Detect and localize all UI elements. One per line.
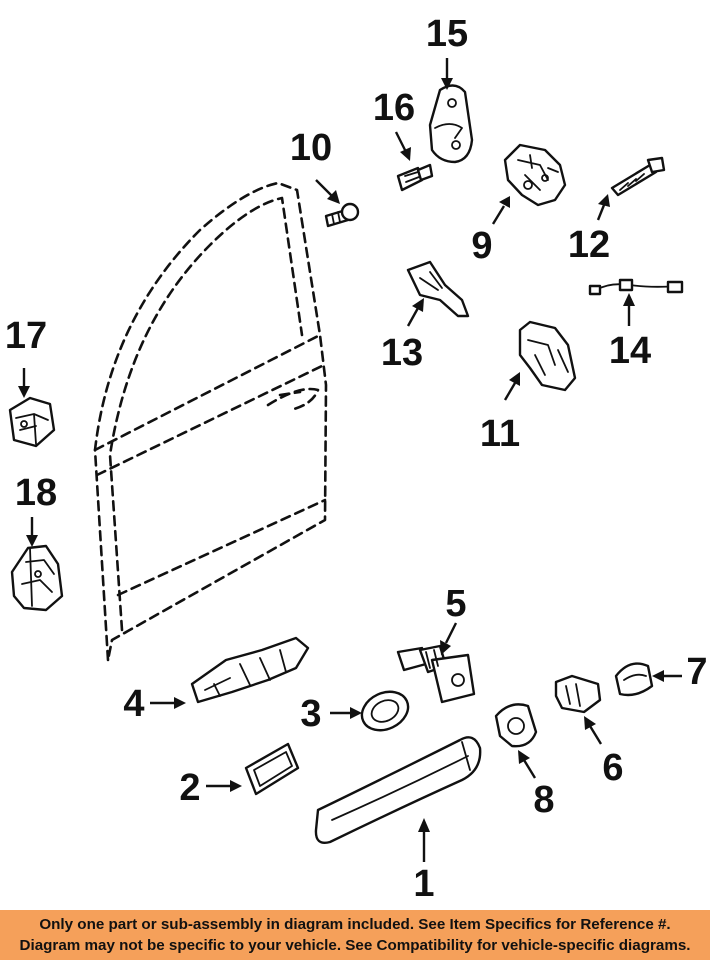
part-7-cover	[614, 662, 654, 697]
callout-13: 13	[381, 332, 423, 374]
disclaimer-line-2: Diagram may not be specific to your vehi…	[19, 937, 691, 954]
callout-18: 18	[15, 472, 57, 514]
part-4-reinforcement	[190, 636, 310, 704]
callout-arrows	[18, 58, 682, 862]
part-13-bracket	[406, 260, 470, 318]
part-6-endcap	[554, 674, 602, 714]
callout-6: 6	[602, 747, 623, 789]
part-10-screw	[324, 202, 360, 228]
part-1-handle	[314, 736, 482, 844]
callout-1: 1	[413, 863, 434, 905]
part-3-grommet	[360, 690, 410, 732]
door-parts-diagram: 15 16 10 9 12 13 14 11 17 18 5 7 4 3 6 2…	[5, 13, 708, 905]
callout-7: 7	[686, 651, 707, 693]
callout-4: 4	[123, 683, 144, 725]
disclaimer-banner: Only one part or sub-assembly in diagram…	[0, 910, 710, 960]
callout-12: 12	[568, 224, 610, 266]
part-9-latch	[503, 143, 567, 207]
callout-numbers: 15 16 10 9 12 13 14 11 17 18 5 7 4 3 6 2…	[5, 13, 708, 905]
callout-17: 17	[5, 315, 47, 357]
callout-10: 10	[290, 127, 332, 169]
part-5-cylinder	[396, 644, 476, 704]
part-14-cable	[588, 278, 684, 296]
door-outline	[93, 181, 328, 662]
part-16-bolt	[396, 163, 434, 192]
part-17-bracket	[8, 396, 56, 448]
part-8-bezel	[494, 703, 538, 748]
part-12-rod	[610, 156, 666, 197]
part-18-hinge	[10, 544, 64, 612]
part-15-striker	[428, 84, 474, 164]
callout-16: 16	[373, 87, 415, 129]
part-11-housing	[518, 320, 577, 392]
callout-2: 2	[179, 767, 200, 809]
callout-14: 14	[609, 330, 651, 372]
callout-11: 11	[480, 413, 520, 455]
disclaimer-line-1: Only one part or sub-assembly in diagram…	[39, 916, 671, 933]
callout-3: 3	[300, 693, 321, 735]
part-2-gasket	[244, 742, 300, 796]
callout-9: 9	[471, 225, 492, 267]
callout-8: 8	[533, 779, 554, 821]
callout-5: 5	[445, 583, 466, 625]
callout-15: 15	[426, 13, 468, 55]
